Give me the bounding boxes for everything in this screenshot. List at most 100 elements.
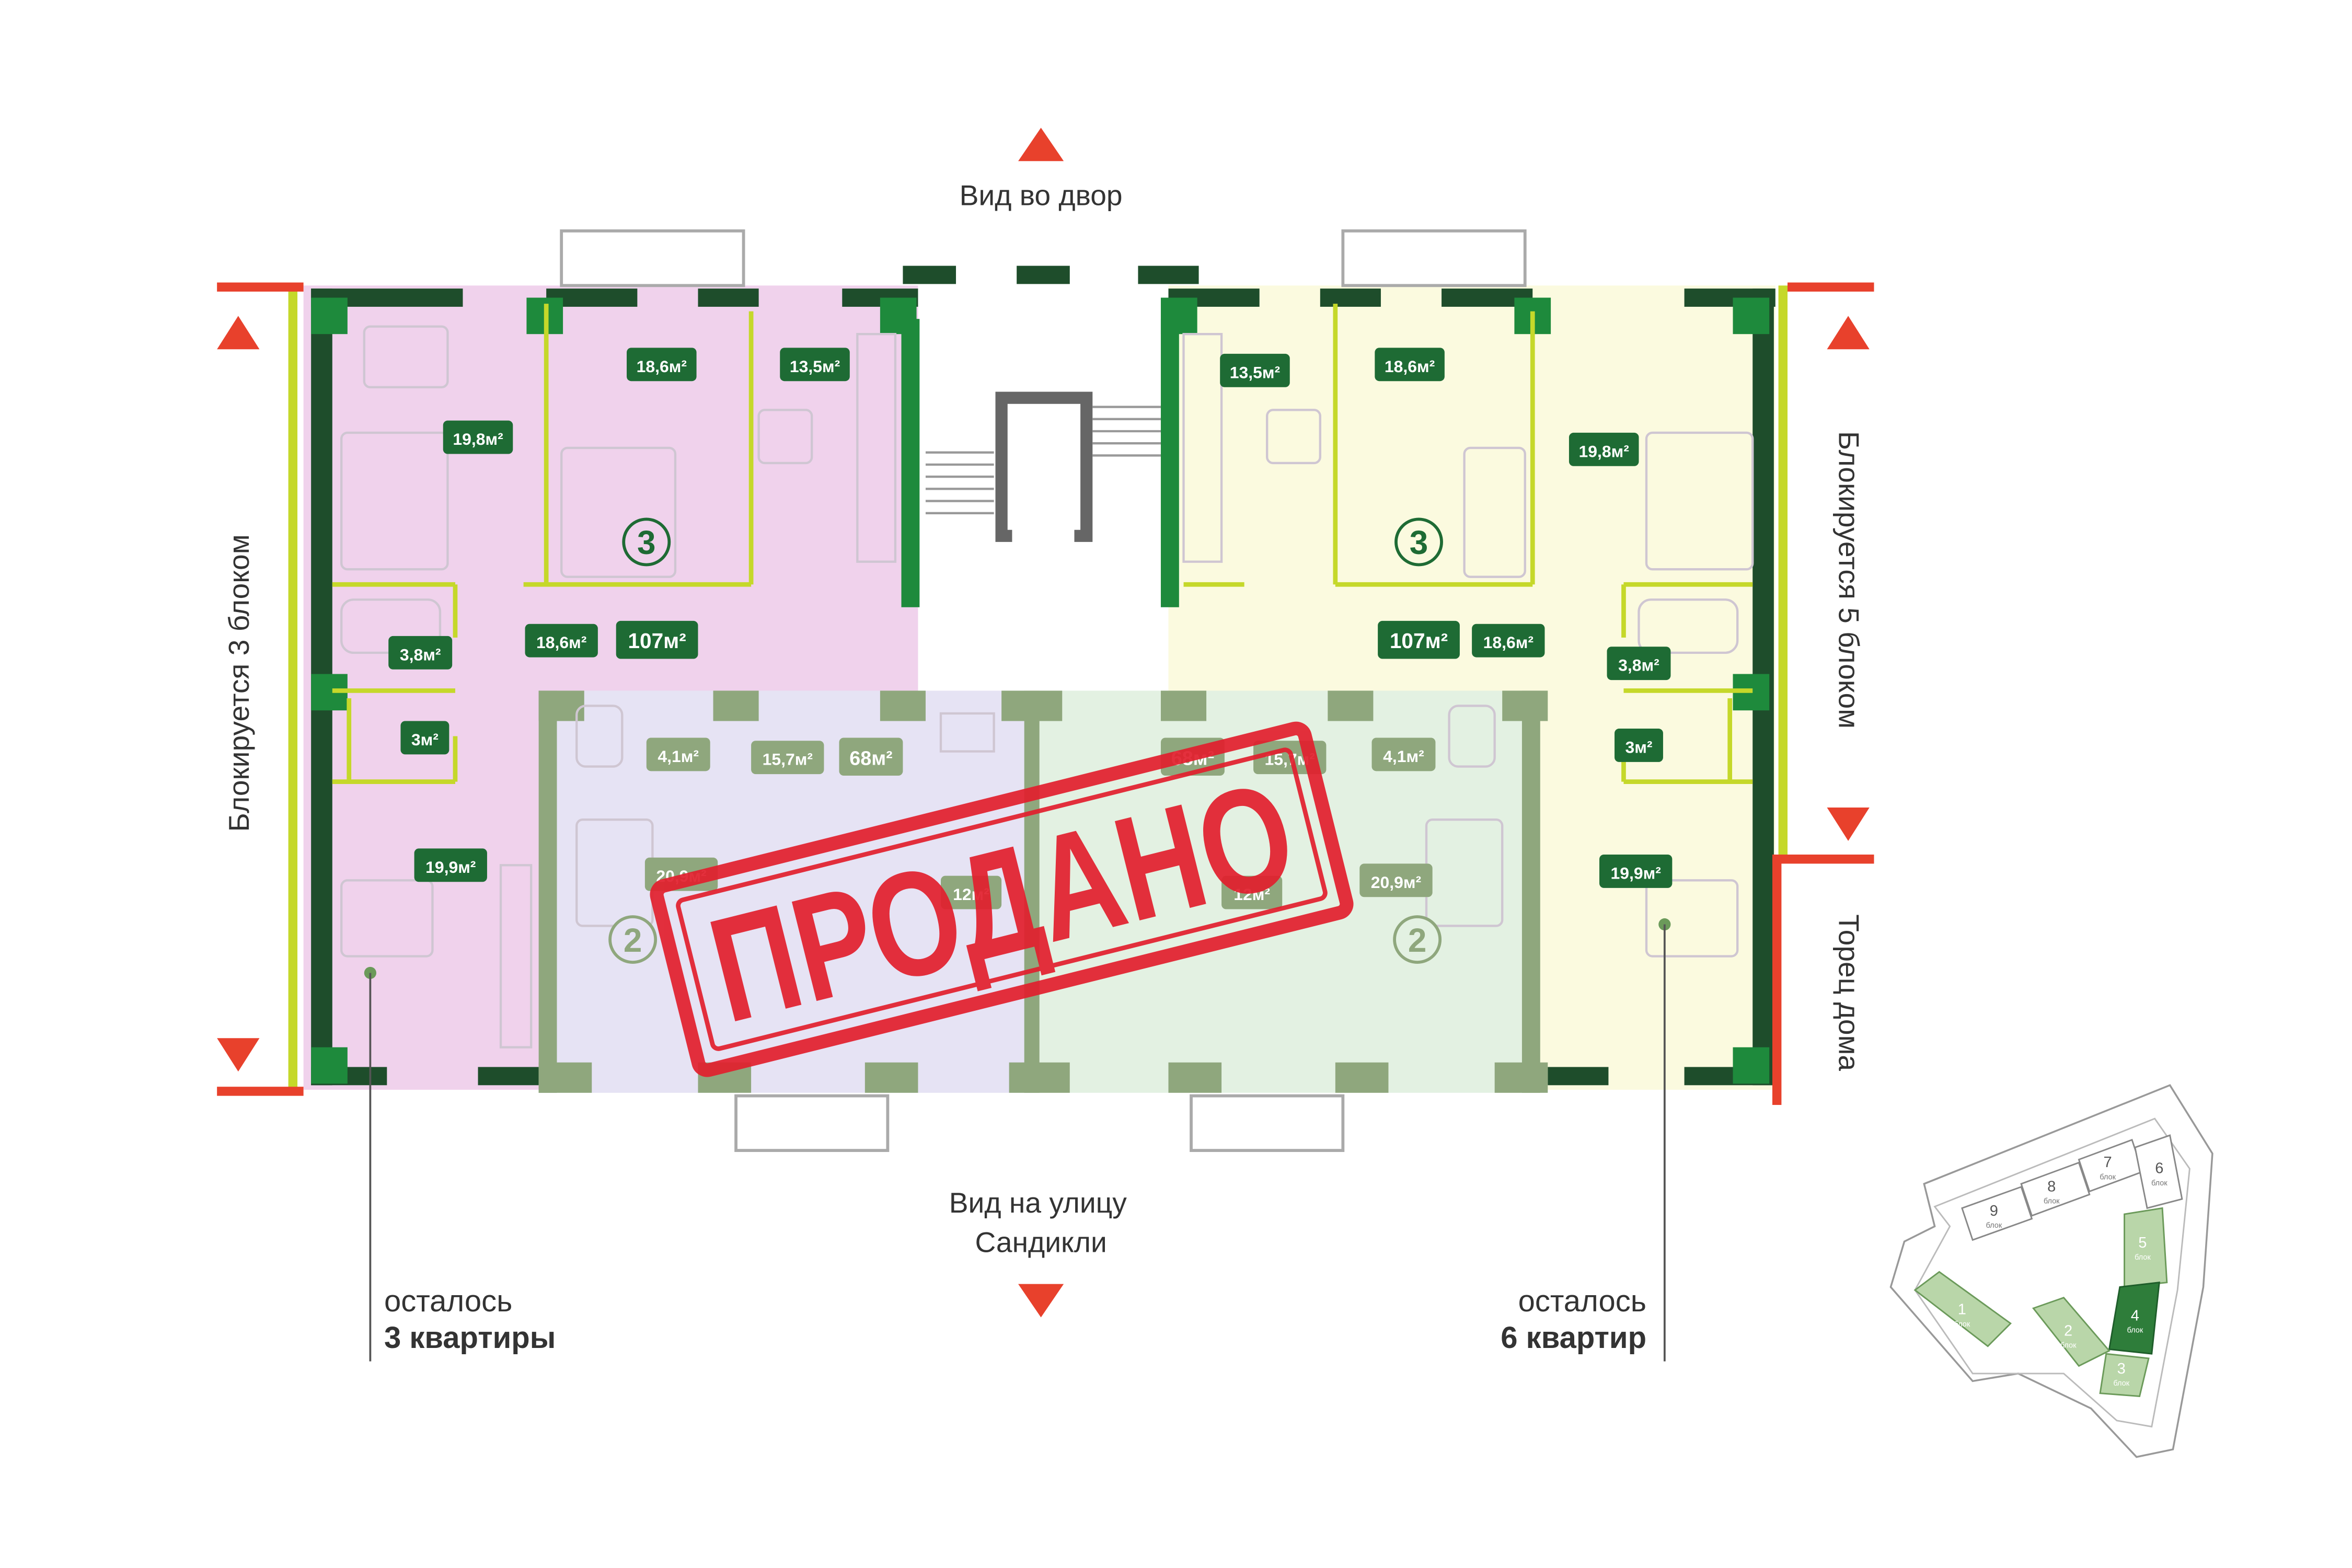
room-count-badges: 3 3 2 2 — [608, 517, 1443, 964]
furniture — [340, 325, 1754, 1048]
tag-right-living-text: 19,8м² — [1579, 442, 1629, 460]
two-room-walls — [538, 690, 1548, 1093]
site-block-4-word: блок — [2127, 1327, 2143, 1335]
facade-strips — [288, 285, 1788, 1090]
site-block-7-num: 7 — [2104, 1154, 2112, 1171]
rooms-left-3-text: 3 — [637, 524, 656, 561]
tag-left-hall: 18,6м² — [525, 624, 598, 658]
rooms-left-3: 3 — [622, 517, 671, 567]
tag-right2-room: 12м² — [1221, 875, 1283, 909]
tag-right-wc-text: 3м² — [1625, 737, 1652, 756]
tag-left-bedroom2-text: 19,9м² — [425, 858, 476, 877]
site-block-2-word: блок — [2060, 1342, 2077, 1350]
stairwell — [925, 391, 1161, 542]
site-block-3-num: 3 — [2117, 1361, 2126, 1377]
remaining-right: осталось 6 квартир — [1501, 1283, 1646, 1356]
site-block-3: 3 блок — [2099, 1353, 2150, 1397]
arrow-down-right-icon — [1827, 808, 1870, 841]
tag-left-living-text: 19,8м² — [453, 430, 503, 448]
balconies — [560, 229, 1527, 1152]
tag-right-bedroom1: 18,6м² — [1375, 348, 1445, 382]
site-block-8-num: 8 — [2047, 1179, 2056, 1195]
tag-right-total-text: 107м² — [1390, 629, 1448, 653]
rooms-left-2-text: 2 — [624, 921, 642, 959]
end-house-label: Торец дома — [1833, 914, 1865, 1071]
tag-left-hall-text: 18,6м² — [536, 633, 586, 652]
tag-left-living: 19,8м² — [443, 420, 513, 454]
tag-right2-living-text: 20,9м² — [1371, 873, 1421, 892]
site-block-5: 5 блок — [2124, 1207, 2168, 1288]
site-block-4-num: 4 — [2131, 1307, 2139, 1324]
site-block-8: 8 блок — [2020, 1161, 2091, 1217]
tag-right2-bath-text: 4,1м² — [1383, 747, 1424, 766]
tag-left-kitchen: 13,5м² — [780, 348, 850, 382]
tag-left2-room: 12м² — [941, 875, 1002, 909]
tag-left-bedroom2: 19,9м² — [414, 848, 487, 882]
tag-left2-room-text: 12м² — [953, 885, 989, 904]
tag-left2-hall: 15,7м² — [751, 741, 824, 775]
arrow-up-left-icon — [217, 316, 260, 350]
tag-right-bath-text: 3,8м² — [1618, 656, 1659, 675]
tag-left2-bath: 4,1м² — [646, 737, 710, 771]
tag-left-total-text: 107м² — [628, 629, 686, 653]
tag-right-living: 19,8м² — [1569, 432, 1639, 466]
tag-right2-living: 20,9м² — [1359, 863, 1433, 897]
wall-posts — [311, 297, 1770, 1084]
site-block-5-word: блок — [2135, 1253, 2151, 1262]
site-block-1-word: блок — [1954, 1320, 1970, 1329]
site-block-8-word: блок — [2044, 1197, 2060, 1206]
tag-left-wc: 3м² — [400, 721, 449, 755]
tag-right2-bath: 4,1м² — [1371, 737, 1436, 771]
tag-left-bedroom1-text: 18,6м² — [637, 357, 687, 376]
site-block-4: 4 блок — [2108, 1282, 2160, 1355]
tag-left-kitchen-text: 13,5м² — [790, 357, 840, 376]
tag-right-bedroom1-text: 18,6м² — [1385, 357, 1435, 376]
tag-right-bath: 3,8м² — [1607, 647, 1671, 681]
tag-right2-room-text: 12м² — [1233, 885, 1270, 904]
arrow-down-bottom-icon — [1018, 1284, 1064, 1318]
site-block-2-num: 2 — [2064, 1322, 2072, 1339]
tag-right-kitchen: 13,5м² — [1220, 353, 1290, 387]
blocked-left-label: Блокируется 3 блоком — [223, 534, 255, 832]
rooms-right-2-text: 2 — [1408, 921, 1427, 959]
site-block-7-word: блок — [2100, 1173, 2116, 1181]
tag-left-bath: 3,8м² — [388, 636, 453, 670]
orientation-markers — [217, 128, 1874, 1318]
site-block-6: 6 блок — [2134, 1134, 2183, 1209]
remaining-left: осталось 3 квартиры — [384, 1283, 556, 1356]
tag-left-total: 107м² — [616, 620, 698, 659]
tag-right-hall: 18,6м² — [1472, 624, 1545, 658]
tag-right-total: 107м² — [1378, 620, 1460, 659]
tag-left2-bath-text: 4,1м² — [658, 747, 699, 766]
rooms-right-3: 3 — [1394, 517, 1443, 567]
arrow-down-left-icon — [217, 1038, 260, 1072]
remaining-left-prefix: осталось — [384, 1284, 513, 1318]
tag-left-bedroom1: 18,6м² — [627, 348, 697, 382]
tag-left2-total: 68м² — [839, 737, 903, 776]
site-block-9-num: 9 — [1990, 1203, 1998, 1219]
blocked-right-label: Блокируется 5 блоком — [1833, 431, 1865, 729]
site-block-6-word: блок — [2151, 1179, 2167, 1187]
tag-right-bedroom2-text: 19,9м² — [1610, 863, 1661, 882]
tag-right-bedroom2: 19,9м² — [1599, 855, 1673, 888]
site-block-1: 1 блок — [1913, 1271, 2012, 1347]
arrow-up-right-icon — [1827, 316, 1870, 350]
tag-right-wc: 3м² — [1615, 729, 1663, 762]
view-street-label-2: Сандикли — [975, 1226, 1106, 1259]
arrow-up-top-icon — [1018, 128, 1064, 162]
site-block-1-num: 1 — [1958, 1301, 1966, 1318]
site-block-2: 2 блок — [2032, 1297, 2111, 1367]
view-street-label-1: Вид на улицу — [949, 1186, 1127, 1219]
rooms-left-2: 2 — [608, 915, 658, 964]
rooms-right-3-text: 3 — [1410, 524, 1428, 561]
remaining-right-count: 6 квартир — [1501, 1321, 1646, 1355]
tag-right-kitchen-text: 13,5м² — [1230, 363, 1280, 382]
site-block-9: 9 блок — [1961, 1185, 2033, 1241]
site-block-6-num: 6 — [2155, 1160, 2163, 1177]
tag-left2-hall-text: 15,7м² — [763, 750, 813, 769]
view-yard-label: Вид во двор — [960, 179, 1123, 211]
remaining-right-prefix: осталось — [1518, 1284, 1646, 1318]
site-plan-map: 9 блок 8 блок 7 блок 6 блок 5 блок 4 бло… — [1889, 1084, 2213, 1458]
tag-left2-total-text: 68м² — [849, 747, 892, 769]
